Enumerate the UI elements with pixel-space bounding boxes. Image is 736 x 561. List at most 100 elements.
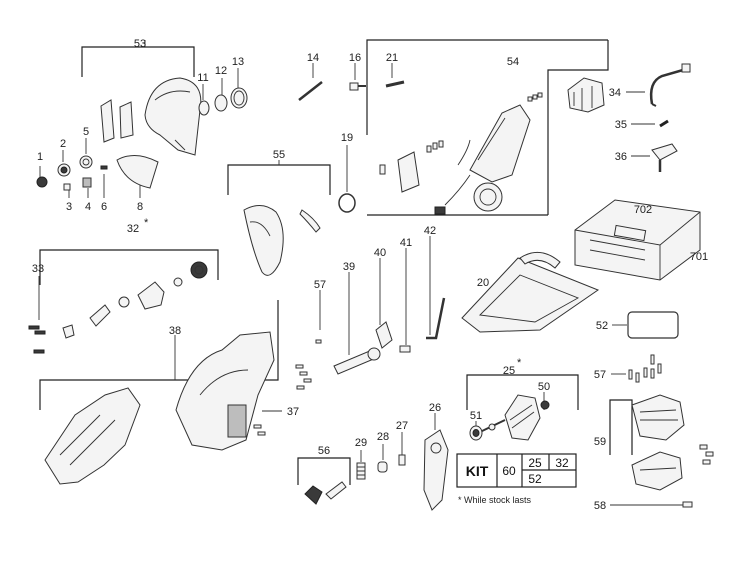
guard-insert-parts — [100, 99, 134, 143]
lower-guard-8-part — [116, 155, 159, 189]
small-terminals — [379, 92, 543, 175]
label-27: 27 — [396, 420, 408, 432]
label-21: 21 — [386, 52, 398, 64]
label-35: 35 — [615, 119, 627, 131]
label-12: 12 — [215, 65, 227, 77]
screw-58-part — [682, 501, 693, 508]
label-39: 39 — [343, 261, 355, 273]
bracket-38 — [39, 300, 279, 410]
asterisk-25: * — [517, 357, 522, 369]
left-housing-part — [44, 387, 141, 485]
label-38: 38 — [169, 325, 181, 337]
kit-table: KIT 60 25 32 52 — [456, 453, 577, 488]
ring-19-part — [338, 193, 356, 213]
base-plate-20-part — [461, 251, 600, 333]
label-58: 58 — [594, 500, 606, 512]
bracket-25 — [466, 374, 579, 410]
screw-16-part — [349, 82, 366, 91]
label-14: 14 — [307, 52, 319, 64]
label-16: 16 — [349, 52, 361, 64]
bracket-56 — [297, 457, 351, 485]
label-702: 702 — [634, 204, 652, 216]
carry-case-701-part — [574, 199, 701, 281]
blade-nut-parts — [36, 155, 108, 191]
label-28: 28 — [377, 431, 389, 443]
label-41: 41 — [400, 237, 412, 249]
label-59: 59 — [594, 436, 606, 448]
bracket-59 — [609, 399, 633, 455]
label-plate-52-part — [627, 311, 679, 339]
lever-39-part — [333, 347, 381, 375]
label-6: 6 — [101, 201, 107, 213]
label-55: 55 — [273, 149, 285, 161]
bracket-53 — [81, 46, 195, 77]
label-5: 5 — [83, 126, 89, 138]
handle-26-part — [423, 429, 449, 511]
housing-screws — [253, 339, 322, 436]
kit-title: KIT — [466, 463, 489, 479]
label-50: 50 — [538, 381, 550, 393]
asterisk-32: * — [144, 217, 149, 229]
kit-cell-52: 52 — [528, 472, 542, 486]
label-37: 37 — [287, 406, 299, 418]
pin-14-part — [298, 81, 323, 101]
label-53: 53 — [134, 38, 146, 50]
bracket-32 — [39, 249, 219, 285]
nut-41-part — [399, 345, 411, 353]
label-25: 25 — [503, 365, 515, 377]
lever-40-part — [375, 321, 393, 349]
label-32: 32 — [127, 223, 139, 235]
spring-29-part — [356, 462, 366, 480]
label-2: 2 — [60, 138, 66, 150]
stock-note: * While stock lasts — [458, 495, 532, 505]
gearbox-32-parts — [62, 261, 208, 339]
label-19: 19 — [341, 132, 353, 144]
upper-blade-guard-part — [144, 77, 202, 156]
hex-key-42-part — [426, 297, 446, 340]
switch-part — [397, 151, 420, 193]
label-57-upper: 57 — [314, 279, 326, 291]
label-56: 56 — [318, 445, 330, 457]
spring-27-part — [398, 454, 406, 466]
blade-guard-55-part — [243, 205, 321, 276]
electronics-module-part — [434, 104, 531, 215]
label-34: 34 — [609, 87, 621, 99]
part-number-labels: 53 14 16 21 54 11 12 13 34 35 36 5 2 19 … — [32, 38, 708, 512]
kit-cell-32: 32 — [555, 456, 569, 470]
label-54: 54 — [507, 56, 519, 68]
label-26: 26 — [429, 402, 441, 414]
kit-number: 60 — [502, 464, 516, 478]
plug-28-part — [377, 461, 388, 473]
label-36: 36 — [615, 151, 627, 163]
label-33: 33 — [32, 263, 44, 275]
hook-34-part — [649, 63, 691, 107]
bearing-51-part — [469, 423, 496, 441]
pin-21-part — [385, 80, 405, 88]
knob-56-part — [304, 481, 347, 505]
bracket-55 — [227, 160, 331, 195]
label-20: 20 — [477, 277, 489, 289]
label-52: 52 — [596, 320, 608, 332]
label-11: 11 — [197, 72, 208, 84]
label-1: 1 — [37, 151, 43, 163]
label-13: 13 — [232, 56, 244, 68]
armature-25-part — [479, 394, 541, 441]
label-40: 40 — [374, 247, 386, 259]
screws-57-right — [628, 354, 662, 383]
label-29: 29 — [355, 437, 367, 449]
bracket-54 — [366, 39, 609, 216]
screws-33 — [28, 325, 46, 354]
washers-11-12-13 — [198, 87, 248, 116]
label-3: 3 — [66, 201, 72, 213]
label-51: 51 — [470, 410, 482, 422]
fan-baffle-part — [567, 77, 605, 113]
label-701: 701 — [690, 251, 708, 263]
bearing-50-part — [540, 400, 550, 410]
motor-stator-59-part — [631, 394, 714, 491]
wrench-36-part — [651, 143, 678, 172]
kit-cell-25: 25 — [528, 456, 542, 470]
right-housing-part — [175, 331, 275, 451]
screw-35-part — [659, 119, 669, 128]
